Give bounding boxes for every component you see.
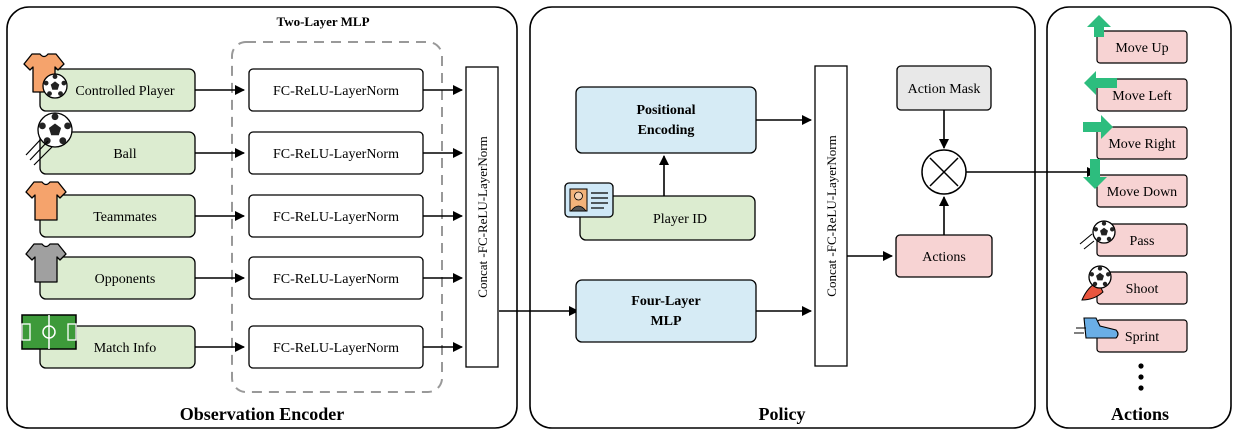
player-id-label: Player ID <box>653 212 707 227</box>
action-item-box <box>1096 30 1188 64</box>
action-mask-label: Action Mask <box>908 82 981 97</box>
input-row: Match Info FC-ReLU-LayerNorm <box>21 314 463 369</box>
positional-encoding-line1: Positional <box>636 103 695 118</box>
action-item-label: Sprint <box>1125 330 1159 345</box>
action-item-label: Move Right <box>1108 137 1175 152</box>
shoot-ball-icon <box>1081 265 1112 301</box>
arrow-up-icon <box>1087 15 1111 37</box>
input-label: Controlled Player <box>75 84 174 99</box>
two-layer-mlp-group <box>231 41 443 393</box>
controlled-player-icon <box>23 53 68 99</box>
pitch-icon <box>21 314 77 350</box>
four-layer-mlp-line1: Four-Layer <box>631 294 700 309</box>
positional-encoding-line2: Encoding <box>638 123 695 138</box>
pass-ball-icon <box>1079 220 1116 250</box>
mlp-label: FC-ReLU-LayerNorm <box>273 210 399 225</box>
input-label: Teammates <box>93 210 157 225</box>
action-item: Move Right <box>1083 115 1188 160</box>
four-layer-mlp-line2: MLP <box>650 314 682 329</box>
input-row: Ball FC-ReLU-LayerNorm <box>25 112 463 175</box>
mlp-label: FC-ReLU-LayerNorm <box>273 272 399 287</box>
player-id-box <box>579 195 756 241</box>
sprint-shoe-icon <box>1074 317 1119 339</box>
input-row: Teammates FC-ReLU-LayerNorm <box>25 181 463 238</box>
encoder-concat-label: Concat -FC-ReLU-LayerNorm <box>475 136 490 297</box>
mlp-label: FC-ReLU-LayerNorm <box>273 147 399 162</box>
encoder-concat-box <box>465 66 499 368</box>
action-item: Move Left <box>1084 71 1188 112</box>
input-label: Opponents <box>95 272 156 287</box>
arrow-down-icon <box>1083 159 1107 189</box>
opponents-jersey-icon <box>25 243 67 283</box>
multiply-icon <box>921 149 967 195</box>
action-item: Sprint <box>1074 317 1188 353</box>
action-item-label: Move Down <box>1107 185 1177 200</box>
more-actions-icon <box>1138 363 1144 391</box>
arrow-left-icon <box>1084 71 1117 95</box>
ball-icon <box>25 112 73 166</box>
action-item-box <box>1096 126 1188 160</box>
encoder-title: Observation Encoder <box>180 404 345 424</box>
policy-concat-label: Concat -FC-ReLU-LayerNorm <box>824 135 839 296</box>
two-layer-mlp-title: Two-Layer MLP <box>276 14 369 29</box>
action-item: Move Up <box>1087 15 1188 64</box>
policy-title: Policy <box>759 404 806 424</box>
mlp-label: FC-ReLU-LayerNorm <box>273 341 399 356</box>
id-card-icon <box>564 182 614 218</box>
four-layer-mlp-box <box>575 279 757 343</box>
action-item: Move Down <box>1083 159 1188 208</box>
action-item-label: Shoot <box>1126 282 1159 297</box>
positional-encoding-box <box>575 86 757 154</box>
action-item: Pass <box>1079 220 1188 257</box>
teammates-jersey-icon <box>25 181 67 221</box>
input-label: Match Info <box>94 341 157 356</box>
action-item-label: Move Up <box>1115 41 1168 56</box>
action-item-box <box>1096 78 1188 112</box>
action-item-label: Move Left <box>1112 89 1172 104</box>
actions-title: Actions <box>1111 404 1169 424</box>
mlp-label: FC-ReLU-LayerNorm <box>273 84 399 99</box>
input-label: Ball <box>113 147 136 162</box>
arrow-right-icon <box>1083 115 1113 139</box>
actions-box-label: Actions <box>922 250 966 265</box>
action-item: Shoot <box>1081 265 1188 305</box>
input-row: Opponents FC-ReLU-LayerNorm <box>25 243 463 300</box>
input-row: Controlled Player FC-ReLU-LayerNorm <box>23 53 463 112</box>
action-item-label: Pass <box>1130 234 1155 249</box>
action-item-box <box>1096 174 1188 208</box>
policy-concat-box <box>814 65 848 367</box>
